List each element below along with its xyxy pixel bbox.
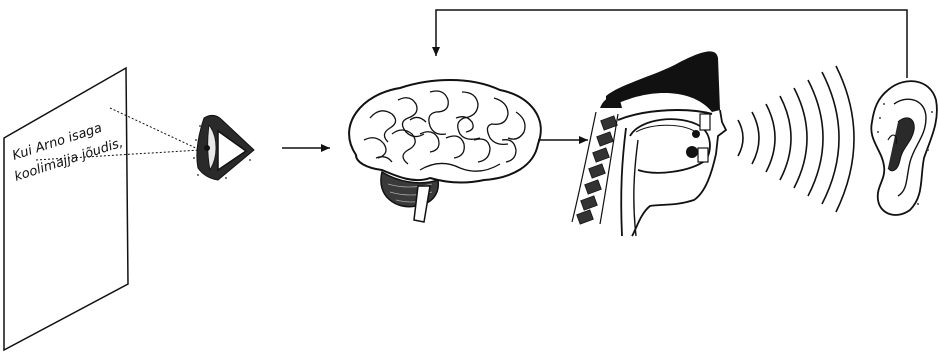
paper-sheet-icon: Kui Arno isaga koolimajja jõudis, (4, 68, 128, 350)
sound-waves-icon (738, 66, 854, 212)
eye-icon (193, 115, 254, 180)
brain-icon (349, 80, 541, 222)
ear-icon (871, 81, 937, 215)
vocal-tract-icon (572, 51, 726, 236)
